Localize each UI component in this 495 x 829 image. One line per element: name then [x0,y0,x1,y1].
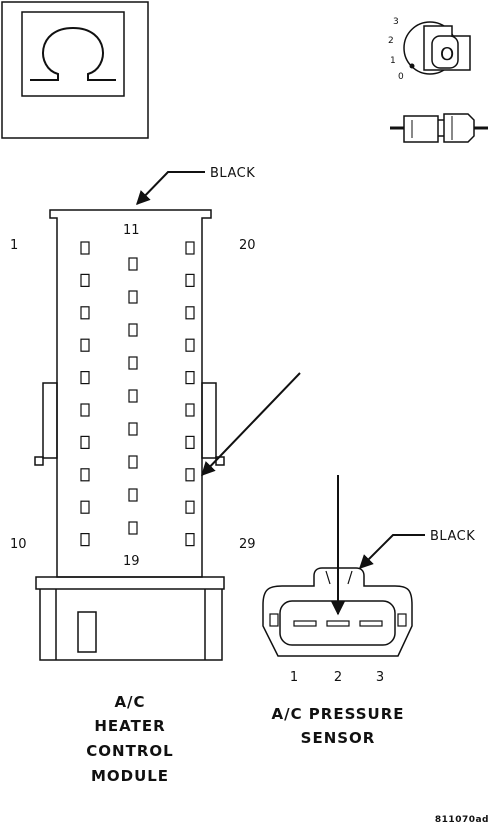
hcm-pin-number-1: 1 [10,238,18,253]
hcm-pin-cavity-25 [185,403,195,417]
hcm-pin-grid [80,241,195,547]
hcm-probe-arrow [201,372,301,477]
ignition-position-0: 0 [398,72,404,82]
hcm-caption-line-4: MODULE [91,767,169,785]
hcm-caption-line-1: A/C [114,693,145,711]
hcm-pin-cavity-23 [185,338,195,352]
hcm-pin-cavity-18 [128,488,138,502]
hcm-pin-cavity-12 [128,290,138,304]
sensor-pin-1 [293,620,317,627]
sensor-pin-2 [326,620,350,627]
ignition-position-1: 1 [390,56,396,66]
hcm-pin-cavity-3 [80,306,90,320]
sensor-pin-number-1: 1 [290,670,298,685]
hcm-pin-cavity-10 [80,532,90,547]
hcm-pin-cavity-26 [185,435,195,449]
hcm-black-wire-arrow [136,171,205,206]
hcm-wire-color-label: BLACK [210,166,255,181]
ignition-key-icon: 3 2 1 0 O [388,17,471,82]
hcm-pin-cavity-21 [185,273,195,287]
hcm-caption-line-3: CONTROL [86,742,173,760]
sensor-pin-number-3: 3 [376,670,384,685]
hcm-pin-cavity-19 [128,521,138,535]
hcm-pin-number-29: 29 [239,537,256,552]
hcm-caption-line-2: HEATER [94,717,165,735]
hcm-pin-cavity-4 [80,338,90,352]
hcm-pin-cavity-28 [185,500,195,514]
hcm-connector [34,209,225,661]
sensor-pin-number-2: 2 [334,670,342,685]
hcm-pin-cavity-27 [185,468,195,482]
hcm-pin-cavity-20 [185,241,195,255]
ignition-position-3: 3 [393,17,399,27]
sensor-pin-3 [359,620,383,627]
figure-code: 811070ad [435,815,489,825]
ignition-position-2: 2 [388,36,394,46]
hcm-pin-cavity-24 [185,371,195,385]
hcm-pin-cavity-5 [80,371,90,385]
sensor-black-wire-arrow [359,534,425,569]
hcm-pin-number-20: 20 [239,238,256,253]
hcm-pin-cavity-1 [80,241,90,255]
hcm-pin-cavity-15 [128,389,138,403]
hcm-pin-cavity-6 [80,403,90,417]
connector-plug-icon [390,113,488,143]
hcm-pin-cavity-17 [128,455,138,469]
ignition-key-letter: O [440,44,454,65]
sensor-caption-line-1: A/C PRESSURE [271,705,404,723]
hcm-pin-cavity-13 [128,323,138,337]
hcm-pin-number-10: 10 [10,537,27,552]
hcm-pin-cavity-22 [185,306,195,320]
hcm-pin-cavity-7 [80,435,90,449]
hcm-pin-cavity-9 [80,500,90,514]
hcm-pin-number-11: 11 [123,223,140,238]
ohmmeter-symbol-box [1,1,149,139]
hcm-pin-cavity-16 [128,422,138,436]
hcm-pin-cavity-8 [80,468,90,482]
omega-icon [30,26,116,81]
hcm-pin-cavity-14 [128,356,138,370]
hcm-pin-cavity-11 [128,257,138,271]
hcm-pin-cavity-2 [80,273,90,287]
sensor-caption-line-2: SENSOR [301,729,376,747]
hcm-pin-cavity-29 [185,532,195,547]
hcm-pin-number-19: 19 [123,554,140,569]
sensor-wire-color-label: BLACK [430,529,475,544]
